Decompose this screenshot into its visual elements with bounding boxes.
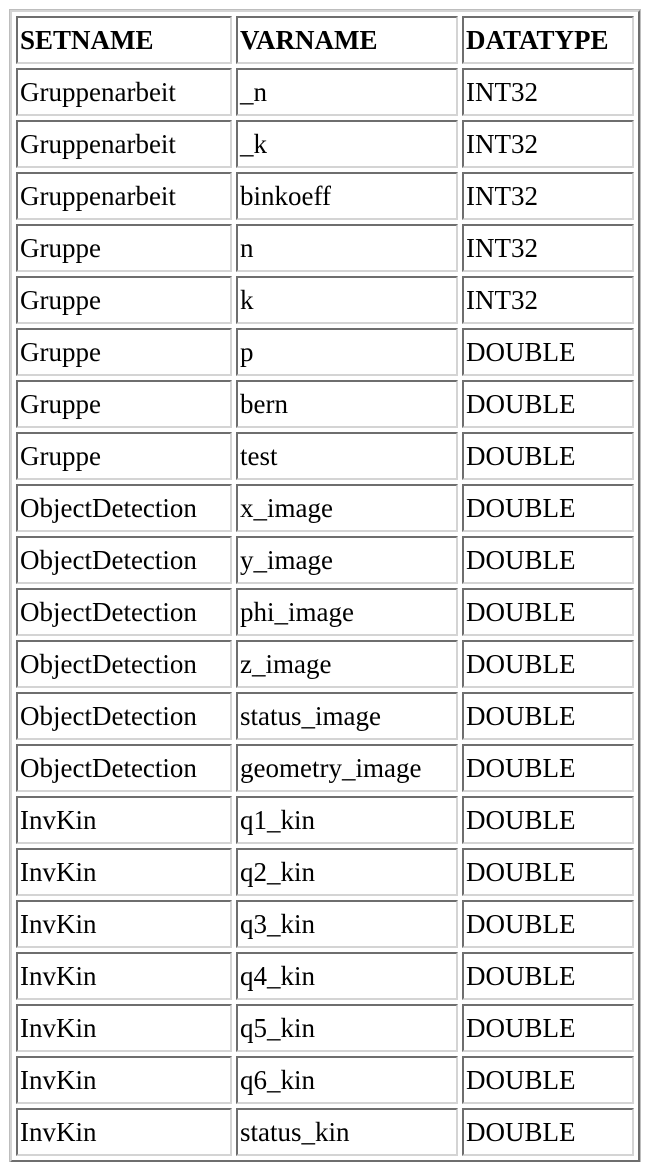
varname-cell: phi_image [236,588,458,636]
datatype-cell: DOUBLE [462,692,634,740]
varname-cell: q1_kin [236,796,458,844]
datatype-cell: INT32 [462,224,634,272]
datatype-cell: INT32 [462,172,634,220]
varname-cell: _n [236,68,458,116]
varname-cell: q5_kin [236,1004,458,1052]
setname-cell: Gruppe [16,328,232,376]
datatype-cell: DOUBLE [462,848,634,896]
datatype-cell: DOUBLE [462,1108,634,1156]
setname-cell: Gruppenarbeit [16,172,232,220]
setname-cell: InvKin [16,1108,232,1156]
varname-cell: k [236,276,458,324]
setname-cell: Gruppe [16,224,232,272]
setname-cell: InvKin [16,1004,232,1052]
datatype-cell: DOUBLE [462,640,634,688]
varname-cell: binkoeff [236,172,458,220]
varname-cell: q6_kin [236,1056,458,1104]
varname-cell: q4_kin [236,952,458,1000]
varname-cell: q3_kin [236,900,458,948]
setname-cell: InvKin [16,848,232,896]
setname-cell: ObjectDetection [16,640,232,688]
setname-cell: ObjectDetection [16,692,232,740]
header-row: SETNAME VARNAME DATATYPE [16,16,634,64]
setname-cell: InvKin [16,1056,232,1104]
header-varname: VARNAME [236,16,458,64]
datatype-cell: DOUBLE [462,1004,634,1052]
setname-cell: ObjectDetection [16,744,232,792]
setname-cell: Gruppe [16,276,232,324]
datatype-cell: INT32 [462,120,634,168]
setname-cell: Gruppe [16,380,232,428]
varname-cell: _k [236,120,458,168]
datatype-cell: DOUBLE [462,1056,634,1104]
varname-cell: bern [236,380,458,428]
varname-cell: geometry_image [236,744,458,792]
setname-cell: Gruppenarbeit [16,120,232,168]
setname-cell: InvKin [16,900,232,948]
setname-cell: InvKin [16,796,232,844]
header-datatype: DATATYPE [462,16,634,64]
datatype-cell: DOUBLE [462,432,634,480]
datatype-cell: DOUBLE [462,900,634,948]
datatype-cell: DOUBLE [462,536,634,584]
varname-cell: y_image [236,536,458,584]
datatype-cell: DOUBLE [462,744,634,792]
header-setname: SETNAME [16,16,232,64]
varname-cell: q2_kin [236,848,458,896]
varname-cell: status_kin [236,1108,458,1156]
setname-cell: ObjectDetection [16,536,232,584]
varname-cell: x_image [236,484,458,532]
setname-cell: ObjectDetection [16,588,232,636]
varname-cell: status_image [236,692,458,740]
setname-cell: Gruppenarbeit [16,68,232,116]
datatype-cell: DOUBLE [462,328,634,376]
datatype-cell: DOUBLE [462,588,634,636]
varname-cell: z_image [236,640,458,688]
datatype-cell: INT32 [462,276,634,324]
datatype-cell: DOUBLE [462,484,634,532]
varname-cell: test [236,432,458,480]
datatype-cell: DOUBLE [462,796,634,844]
variables-table: SETNAME VARNAME DATATYPE Gruppenarbeit_n… [9,9,641,1162]
varname-cell: p [236,328,458,376]
setname-cell: InvKin [16,952,232,1000]
varname-cell: n [236,224,458,272]
datatype-cell: INT32 [462,68,634,116]
setname-cell: Gruppe [16,432,232,480]
datatype-cell: DOUBLE [462,380,634,428]
setname-cell: ObjectDetection [16,484,232,532]
datatype-cell: DOUBLE [462,952,634,1000]
table-header: SETNAME VARNAME DATATYPE [16,16,634,64]
